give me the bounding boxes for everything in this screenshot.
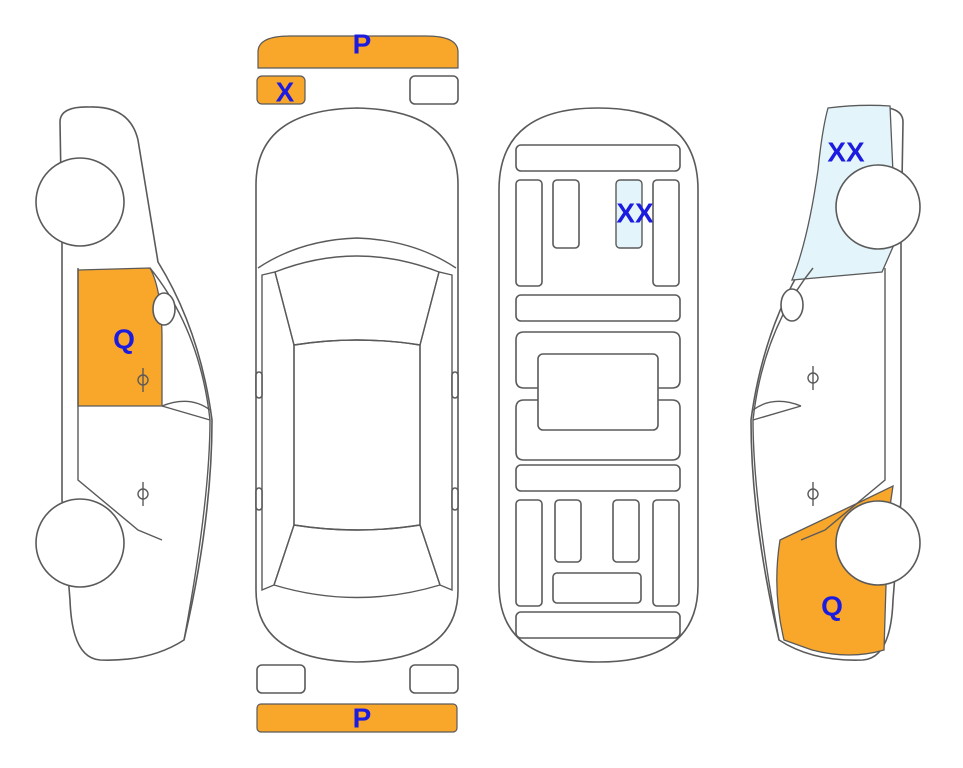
left-mirror-line (161, 400, 211, 411)
right-door-seam (800, 268, 886, 541)
rear-bumper-part[interactable] (256, 703, 458, 733)
left-mirror (152, 292, 176, 326)
right-rear-quarter-label: Q (821, 591, 843, 622)
left-window-line (149, 267, 211, 641)
underbody-front-left-panel[interactable] (552, 179, 580, 249)
underbody-front-left-rail[interactable] (515, 179, 543, 287)
front-left-light-label: X (276, 77, 295, 108)
front-left-light-part[interactable] (256, 75, 306, 105)
left-front-handle (137, 368, 149, 392)
left-rear-wheel[interactable] (35, 498, 125, 588)
underbody-rear-center-panel[interactable] (552, 572, 642, 604)
rear-bumper-label: P (353, 703, 372, 734)
left-front-door-label: Q (113, 324, 135, 355)
left-side-view: Q (35, 106, 213, 661)
underbody-rear-right-rail[interactable] (652, 499, 680, 607)
underbody-rear-right-panel[interactable] (612, 499, 640, 563)
underbody-rear-left-panel[interactable] (554, 499, 582, 563)
front-bumper-label: P (353, 29, 372, 60)
top-view: P X P (255, 29, 459, 734)
underbody-rear-left-rail[interactable] (515, 499, 543, 607)
right-mirror-line (752, 400, 802, 411)
front-right-light-part[interactable] (409, 75, 459, 105)
right-door-belt (752, 405, 802, 421)
rear-right-light-part[interactable] (409, 664, 459, 694)
underbody-front-right-rail[interactable] (652, 179, 680, 287)
hood-line (257, 237, 457, 269)
rear-left-light-part[interactable] (256, 664, 306, 694)
right-front-fender-label: XX (827, 137, 865, 168)
right-side-glass (419, 271, 453, 592)
underbody-mid-bar-1[interactable] (515, 294, 681, 322)
right-front-wheel[interactable] (835, 164, 921, 250)
left-door-handle (255, 487, 263, 511)
left-rear-handle (137, 482, 149, 506)
right-mirror (451, 371, 459, 399)
right-side-view: XX Q (750, 104, 921, 661)
left-side-glass (261, 271, 295, 592)
left-mirror (255, 371, 263, 399)
left-door-belt (161, 405, 211, 421)
underbody-center-panel[interactable] (537, 353, 659, 431)
top-body-outline[interactable] (255, 107, 459, 663)
underbody-front-right-panel[interactable] (615, 179, 643, 249)
underbody-rear-bar[interactable] (515, 611, 681, 639)
left-front-wheel[interactable] (35, 157, 125, 247)
underbody-front-bar[interactable] (515, 144, 681, 172)
left-door-seam (77, 268, 163, 541)
underbody-panel-label: XX (616, 198, 654, 229)
right-rear-wheel[interactable] (835, 500, 921, 586)
right-door-handle (451, 487, 459, 511)
right-front-handle (807, 366, 819, 390)
right-rear-handle (807, 482, 819, 506)
front-bumper-part[interactable] (257, 35, 459, 69)
underbody-view: XX (498, 107, 699, 663)
right-mirror (780, 288, 804, 322)
underbody-mid-bar-2[interactable] (515, 464, 681, 492)
